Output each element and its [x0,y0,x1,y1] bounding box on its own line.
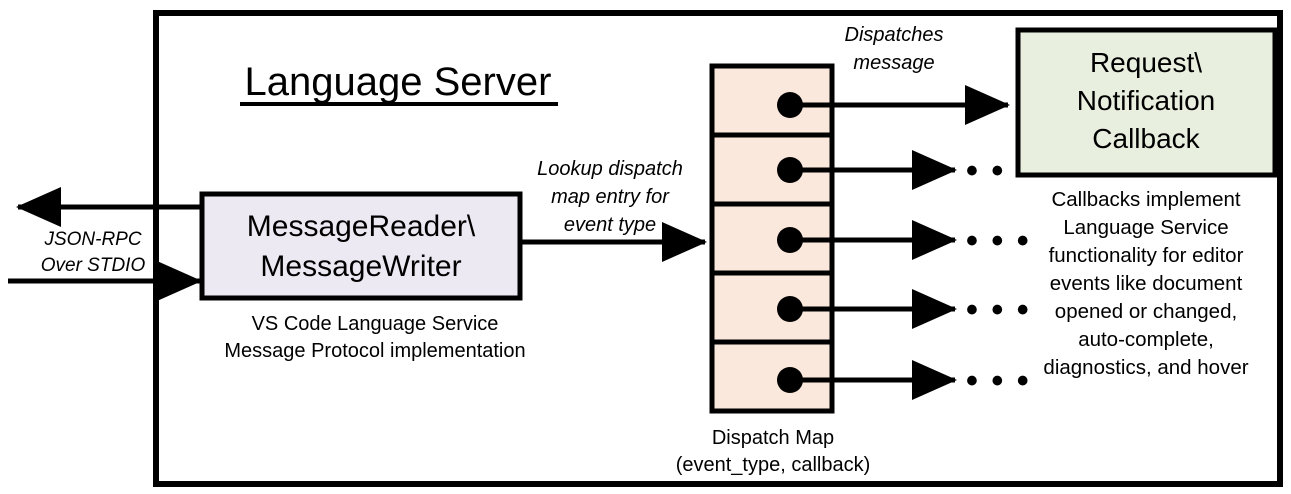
dispatch-ellipsis-2: • • • [966,222,1031,260]
dispatch-label-line1: Dispatches [845,24,944,46]
message-reader-label: MessageReader\ [247,210,476,243]
callback-box-line2: Notification [1077,85,1216,116]
message-reader-writer-box [199,191,523,301]
page-title: Language Server [245,60,552,104]
dispatch-ellipsis-3: • • • [966,291,1031,329]
callback-caption-line-5: auto-complete, [1078,328,1214,351]
language-server-boundary [153,10,1283,487]
callback-caption-line-3: events like document [1050,272,1243,295]
message-writer-label: MessageWriter [260,250,461,283]
lookup-label-line2: map entry for [551,186,670,208]
dispatch-map-row-4[interactable] [709,339,835,414]
lookup-label-line3: event type [564,214,656,236]
dispatch-label-line2: message [853,52,934,74]
callback-caption-line-1: Language Service [1063,216,1228,239]
callback-box-line3: Callback [1092,123,1200,154]
callback-box-line1: Request\ [1090,47,1202,78]
callback-caption-line-0: Callbacks implement [1051,188,1240,211]
transport-label-line1: JSON-RPC [43,229,141,250]
dispatch-map-row-0[interactable] [709,63,835,138]
callback-caption-line-2: functionality for editor [1049,244,1244,267]
callback-caption-line-4: opened or changed, [1055,300,1237,323]
request-notification-callback-box [1015,27,1278,178]
reader-caption-line1: VS Code Language Service [252,313,499,335]
dispatch-map-caption-line1: Dispatch Map [712,427,834,449]
reader-caption-line2: Message Protocol implementation [224,340,525,362]
dispatch-map-caption-line2: (event_type, callback) [676,454,871,476]
lookup-label-line1: Lookup dispatch [537,158,683,180]
transport-label-line2: Over STDIO [41,255,146,276]
dispatch-ellipsis-4: • • • [966,362,1031,400]
callback-caption-line-6: diagnostics, and hover [1043,356,1248,379]
